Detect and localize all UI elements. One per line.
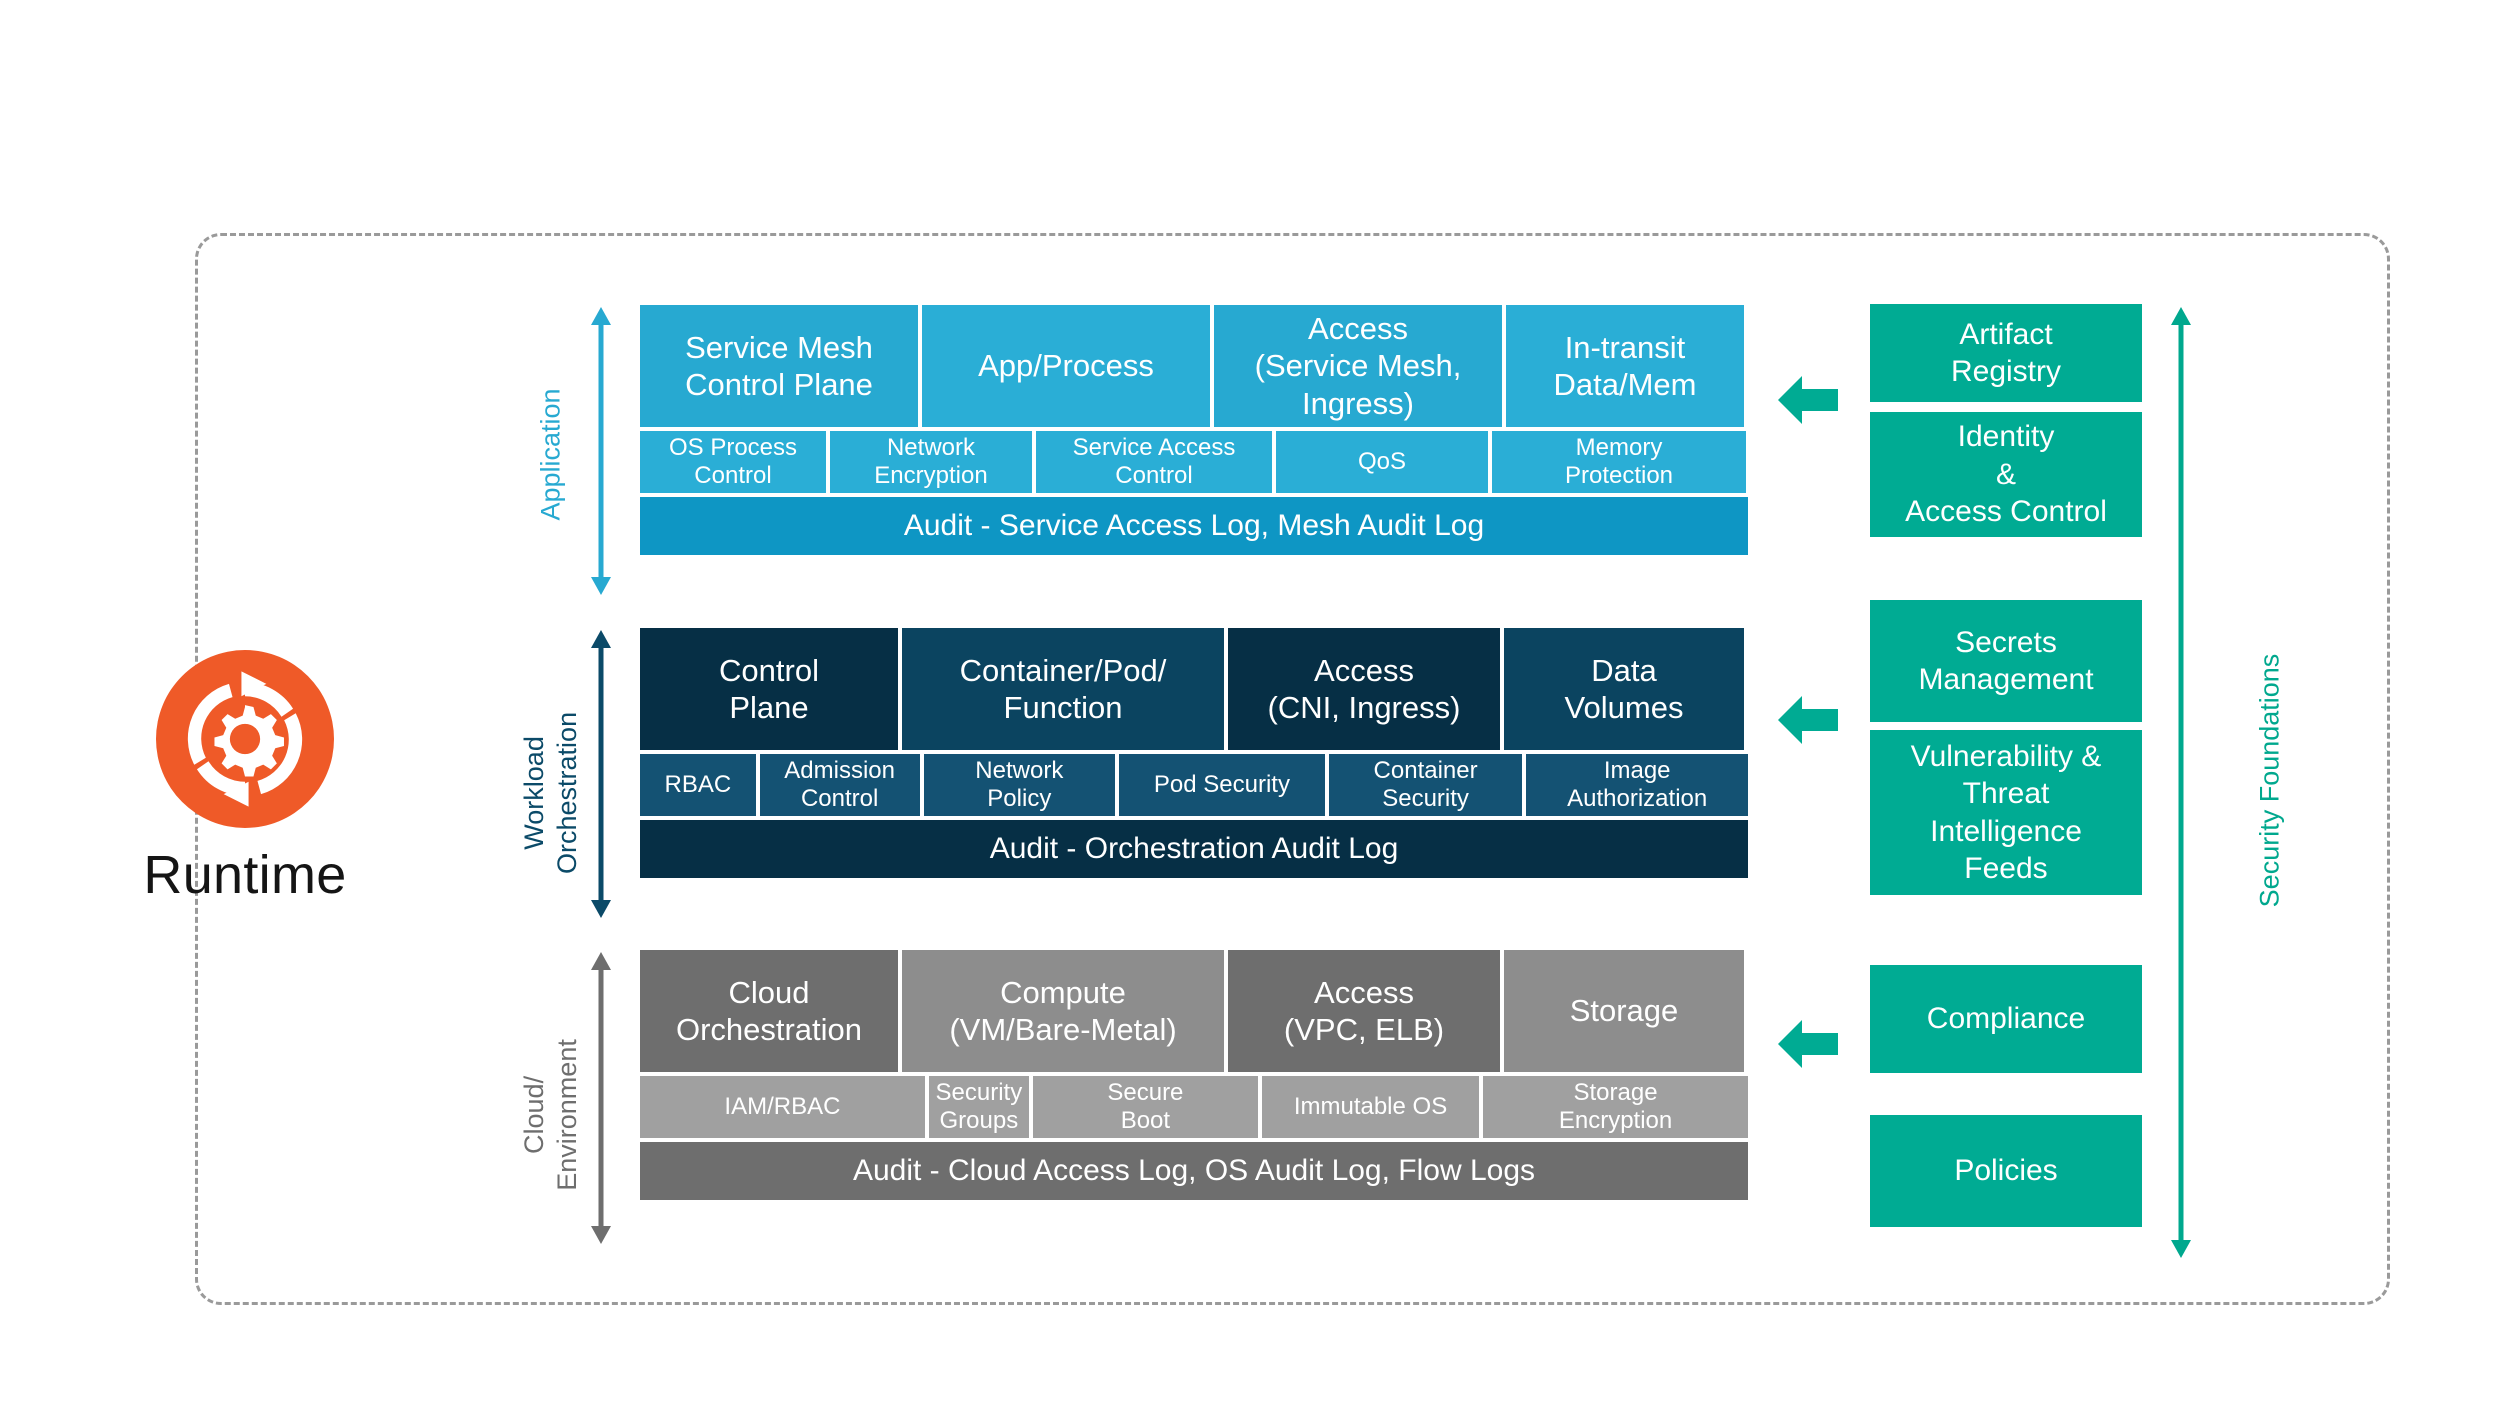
cell-in-transit-data-mem[interactable]: In-transit Data/Mem bbox=[1506, 305, 1744, 427]
gear-refresh-icon bbox=[156, 650, 334, 828]
application-axis-arrow-icon bbox=[591, 307, 611, 595]
cell-os-process-control[interactable]: OS Process Control bbox=[640, 431, 826, 493]
cell-control-plane[interactable]: Control Plane bbox=[640, 628, 898, 750]
orchestration-audit-bar[interactable]: Audit - Orchestration Audit Log bbox=[640, 820, 1748, 878]
cell-admission-control[interactable]: Admission Control bbox=[759, 754, 920, 816]
cell-pod-security[interactable]: Pod Security bbox=[1119, 754, 1325, 816]
security-foundations-axis-arrow-icon bbox=[2171, 307, 2191, 1258]
application-sub-row: OS Process Control Network Encryption Se… bbox=[640, 431, 1748, 493]
cell-container-security[interactable]: Container Security bbox=[1328, 754, 1523, 816]
cell-service-mesh-control-plane[interactable]: Service Mesh Control Plane bbox=[640, 305, 918, 427]
runtime-label: Runtime bbox=[143, 845, 347, 905]
cell-service-access-control[interactable]: Service Access Control bbox=[1036, 431, 1272, 493]
cell-cloud-orchestration[interactable]: Cloud Orchestration bbox=[640, 950, 898, 1072]
cloud-audit-bar[interactable]: Audit - Cloud Access Log, OS Audit Log, … bbox=[640, 1142, 1748, 1200]
cell-storage[interactable]: Storage bbox=[1504, 950, 1744, 1072]
cell-qos[interactable]: QoS bbox=[1276, 431, 1488, 493]
cell-network-policy[interactable]: Network Policy bbox=[923, 754, 1116, 816]
foundation-box-identity-access-control[interactable]: Identity & Access Control bbox=[1870, 412, 2142, 537]
cell-memory-protection[interactable]: Memory Protection bbox=[1492, 431, 1746, 493]
cloud-sub-row: IAM/RBAC Security Groups Secure Boot Imm… bbox=[640, 1076, 1748, 1138]
orchestration-sub-row: RBAC Admission Control Network Policy Po… bbox=[640, 754, 1748, 816]
axis-label-cloud-environment: Cloud/ Environment bbox=[519, 1039, 582, 1191]
application-audit-bar[interactable]: Audit - Service Access Log, Mesh Audit L… bbox=[640, 497, 1748, 555]
cloud-axis-arrow-icon bbox=[591, 952, 611, 1244]
cloud-feed-arrow-icon bbox=[1778, 1020, 1838, 1068]
cell-container-pod-function[interactable]: Container/Pod/ Function bbox=[902, 628, 1224, 750]
cell-network-encryption[interactable]: Network Encryption bbox=[830, 431, 1032, 493]
cell-rbac[interactable]: RBAC bbox=[640, 754, 756, 816]
application-main-row: Service Mesh Control Plane App/Process A… bbox=[640, 305, 1748, 427]
foundation-box-vulnerability-threat-intelligence-feeds[interactable]: Vulnerability & Threat Intelligence Feed… bbox=[1870, 730, 2142, 895]
axis-label-workload-orchestration: Workload Orchestration bbox=[519, 711, 582, 874]
cell-immutable-os[interactable]: Immutable OS bbox=[1261, 1076, 1480, 1138]
foundation-box-artifact-registry[interactable]: Artifact Registry bbox=[1870, 304, 2142, 402]
cell-access-service-mesh-ingress[interactable]: Access (Service Mesh, Ingress) bbox=[1214, 305, 1502, 427]
application-feed-arrow-icon bbox=[1778, 376, 1838, 424]
layer-application: Service Mesh Control Plane App/Process A… bbox=[640, 305, 1748, 555]
cell-iam-rbac[interactable]: IAM/RBAC bbox=[640, 1076, 925, 1138]
cell-data-volumes[interactable]: Data Volumes bbox=[1504, 628, 1744, 750]
cell-secure-boot[interactable]: Secure Boot bbox=[1032, 1076, 1258, 1138]
layer-cloud-environment: Cloud Orchestration Compute (VM/Bare-Met… bbox=[640, 950, 1748, 1200]
axis-label-security-foundations: Security Foundations bbox=[2254, 653, 2285, 908]
cell-security-groups[interactable]: Security Groups bbox=[928, 1076, 1029, 1138]
foundation-box-secrets-management[interactable]: Secrets Management bbox=[1870, 600, 2142, 722]
runtime-badge: Runtime bbox=[100, 650, 390, 906]
cell-access-cni-ingress[interactable]: Access (CNI, Ingress) bbox=[1228, 628, 1500, 750]
cell-storage-encryption[interactable]: Storage Encryption bbox=[1483, 1076, 1748, 1138]
cell-access-vpc-elb[interactable]: Access (VPC, ELB) bbox=[1228, 950, 1500, 1072]
foundation-box-policies[interactable]: Policies bbox=[1870, 1115, 2142, 1227]
foundation-box-compliance[interactable]: Compliance bbox=[1870, 965, 2142, 1073]
axis-label-application: Application bbox=[535, 388, 566, 521]
cell-app-process[interactable]: App/Process bbox=[922, 305, 1210, 427]
layer-workload-orchestration: Control Plane Container/Pod/ Function Ac… bbox=[640, 628, 1748, 878]
cloud-main-row: Cloud Orchestration Compute (VM/Bare-Met… bbox=[640, 950, 1748, 1072]
cell-image-authorization[interactable]: Image Authorization bbox=[1526, 754, 1748, 816]
orchestration-feed-arrow-icon bbox=[1778, 696, 1838, 744]
orchestration-main-row: Control Plane Container/Pod/ Function Ac… bbox=[640, 628, 1748, 750]
cell-compute-vm-bare-metal[interactable]: Compute (VM/Bare-Metal) bbox=[902, 950, 1224, 1072]
orchestration-axis-arrow-icon bbox=[591, 630, 611, 918]
